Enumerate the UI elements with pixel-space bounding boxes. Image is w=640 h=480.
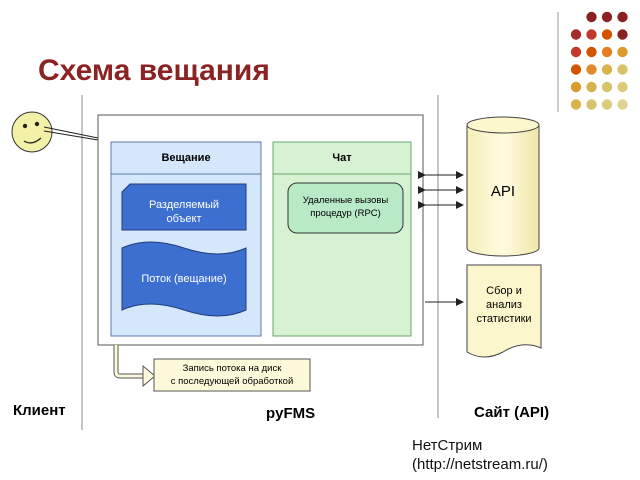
api-label: API bbox=[490, 183, 516, 200]
recording-label: Запись потока на диск с последующей обра… bbox=[154, 362, 310, 388]
stats-document-shape bbox=[466, 264, 542, 358]
stream-shape bbox=[121, 241, 247, 317]
shared-object-label-line: объект bbox=[166, 213, 202, 225]
recording-arrow-inner bbox=[114, 345, 146, 378]
recording-arrow-head bbox=[142, 364, 156, 388]
decorative-dot bbox=[617, 11, 628, 23]
decorative-dot bbox=[586, 81, 597, 93]
shared-object-label: Разделяемый объект bbox=[124, 198, 244, 226]
api-cylinder bbox=[466, 116, 540, 257]
recording-label-line: Запись потока на диск bbox=[182, 363, 282, 374]
stream-label: Поток (вещание) bbox=[141, 273, 227, 285]
decorative-dot bbox=[570, 64, 582, 75]
decorative-dot bbox=[586, 46, 597, 58]
decorative-dot bbox=[601, 29, 613, 40]
chat-panel bbox=[272, 141, 412, 337]
decorative-dot bbox=[617, 29, 628, 40]
decorative-dot bbox=[570, 81, 582, 93]
decorative-dot bbox=[601, 11, 613, 23]
recording-label-line: с последующей обработкой bbox=[170, 376, 294, 387]
decorative-dot bbox=[601, 99, 613, 110]
recording-arrow-shaft bbox=[113, 345, 146, 379]
decorative-dot bbox=[570, 46, 582, 58]
recording-box bbox=[153, 358, 311, 392]
stats-label: Сбор и анализ статистики bbox=[467, 284, 541, 326]
decorative-dot bbox=[586, 11, 597, 23]
decorative-dot bbox=[601, 81, 613, 93]
stats-label-line: Сбор и bbox=[486, 285, 522, 297]
client-connection-line bbox=[43, 126, 99, 139]
footer-url[interactable]: (http://netstream.ru/) bbox=[412, 456, 548, 473]
rpc-label: Удаленные вызовы процедур (RPC) bbox=[288, 194, 403, 220]
broadcast-panel-title: Вещание bbox=[161, 152, 211, 164]
server-site-arrows bbox=[418, 171, 464, 306]
decorative-dot bbox=[617, 99, 628, 110]
rpc-box bbox=[287, 182, 404, 234]
decorative-dot bbox=[586, 64, 597, 75]
shared-object-label-line: Разделяемый bbox=[148, 199, 220, 211]
decorative-dot bbox=[586, 29, 597, 40]
decorative-dot bbox=[570, 99, 582, 110]
server-label: pyFMS bbox=[266, 405, 316, 422]
site-label: Сайт (API) bbox=[474, 404, 550, 421]
decorative-dots bbox=[570, 11, 628, 110]
client-connection-line bbox=[43, 130, 99, 141]
decorative-dot bbox=[617, 64, 628, 75]
footer-brand: НетСтрим bbox=[412, 437, 483, 454]
stats-label-line: анализ bbox=[486, 299, 522, 311]
decorative-dot bbox=[586, 99, 597, 110]
shared-object-shape bbox=[121, 183, 247, 231]
decorative-dot bbox=[617, 81, 628, 93]
rpc-label-line: процедур (RPC) bbox=[310, 208, 381, 219]
decorative-dot bbox=[601, 46, 613, 58]
page-title: Схема вещания bbox=[38, 54, 270, 87]
decorative-dot bbox=[601, 64, 613, 75]
chat-panel-title: Чат bbox=[332, 152, 352, 164]
rpc-label-line: Удаленные вызовы bbox=[302, 195, 389, 206]
client-smiley-icon bbox=[11, 111, 53, 153]
stats-label-line: статистики bbox=[476, 313, 532, 325]
decorative-dot bbox=[617, 46, 628, 58]
footer-credit: НетСтрим (http://netstream.ru/) bbox=[412, 436, 548, 474]
decorative-dot bbox=[570, 29, 582, 40]
client-label: Клиент bbox=[13, 402, 66, 419]
